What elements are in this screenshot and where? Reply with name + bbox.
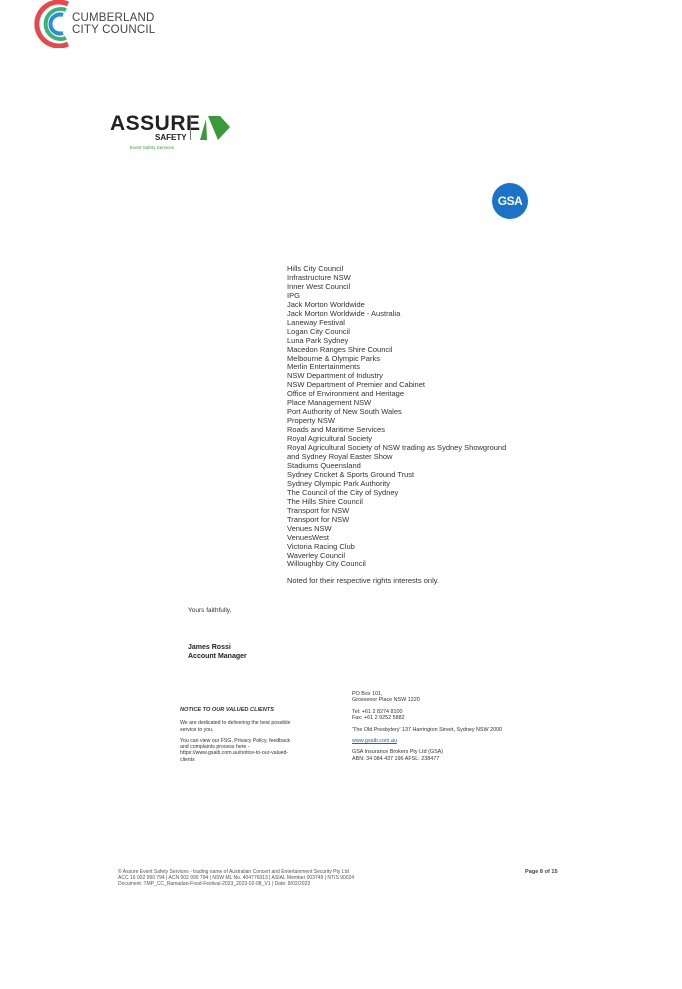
recipient-item: Infrastructure NSW — [287, 272, 351, 282]
recipient-item: Office of Environment and Heritage — [287, 389, 405, 399]
recipient-item: Logan City Council — [287, 326, 350, 336]
notice-paragraph: We are dedicated to delivering the best … — [180, 720, 291, 733]
client-notice: NOTICE TO OUR VALUED CLIENTS We are dedi… — [180, 707, 300, 768]
assure-logo-name: ASSURE — [110, 112, 201, 135]
recipient-item: Jack Morton Worldwide - Australia — [287, 308, 401, 318]
footer-line: Document: TMP_CC_Ramadan-Food-Festival-2… — [118, 881, 311, 888]
recipient-item: Laneway Festival — [287, 317, 345, 327]
recipient-item: and Sydney Royal Easter Show — [287, 452, 393, 462]
street-address: 'The Old Presbytery' 137 Harrington Stre… — [352, 726, 503, 733]
recipient-item: Waverley Council — [287, 550, 346, 560]
council-logo-icon — [34, 0, 70, 49]
po-box-suburb: Grosvenor Place NSW 1220 — [352, 697, 420, 704]
recipient-item: Jack Morton Worldwide — [287, 299, 365, 309]
recipient-item: Willoughby City Council — [287, 559, 366, 569]
recipient-item: Stadiums Queensland — [287, 460, 361, 470]
recipient-item: Port Authority of New South Wales — [287, 407, 402, 417]
recipient-item: Royal Agricultural Society — [287, 434, 373, 444]
signature-block: James Rossi Account Manager — [188, 644, 247, 661]
recipient-item: Macedon Ranges Shire Council — [287, 344, 393, 354]
council-name-line: CUMBERLAND — [72, 12, 155, 24]
recipient-item: Sydney Cricket & Sports Ground Trust — [287, 469, 415, 479]
recipient-item: The Council of the City of Sydney — [287, 487, 399, 497]
assure-logo-safety: SAFETY — [155, 133, 187, 142]
recipient-item: NSW Department of Premier and Cabinet — [287, 380, 425, 390]
gsa-logo-text: GSA — [497, 194, 523, 208]
footer-line: © Assure Event Safety Services - trading… — [118, 869, 349, 875]
assure-triangle-icon — [200, 116, 230, 140]
assure-logo-tagline: Event Safety Services — [130, 145, 175, 150]
contact-details: PO Box 101,Grosvenor Place NSW 1220 Tel:… — [352, 691, 502, 767]
closing-salutation: Yours faithfully, — [188, 607, 232, 614]
signer-title: Account Manager — [188, 652, 247, 660]
recipient-item: Royal Agricultural Society of NSW tradin… — [287, 443, 507, 453]
assure-safety-logo: ASSURE SAFETY Event Safety Services — [110, 112, 230, 150]
website-link[interactable]: www.gsaib.com.au — [352, 738, 397, 745]
recipient-item: Venues NSW — [287, 523, 332, 533]
recipient-item: The Hills Shire Council — [287, 496, 363, 506]
telephone: Tel: +61 2 8274 8100 — [352, 708, 403, 715]
cumberland-council-logo — [24, 0, 204, 49]
recipient-item: Place Management NSW — [287, 398, 372, 408]
recipient-item: Melbourne & Olympic Parks — [287, 353, 380, 363]
recipient-item: VenuesWest — [287, 532, 329, 542]
recipients-note: Noted for their respective rights intere… — [287, 576, 440, 586]
notice-paragraph: You can view our FSG, Privacy Policy, fe… — [180, 737, 291, 763]
notice-heading: NOTICE TO OUR VALUED CLIENTS — [180, 707, 274, 713]
signer-name: James Rossi — [188, 644, 231, 651]
recipient-item: Luna Park Sydney — [287, 335, 349, 345]
recipient-item: Transport for NSW — [287, 505, 350, 515]
recipient-item: Victoria Racing Club — [287, 541, 355, 551]
recipient-item: Hills City Council — [287, 264, 344, 273]
recipient-item: Inner West Council — [287, 281, 351, 291]
recipient-item: Property NSW — [287, 416, 335, 426]
company-name: GSA Insurance Brokers Pty Ltd (GSA) — [352, 749, 444, 756]
fax: Fax: +61 2 9252 5882 — [352, 715, 405, 722]
recipient-item: Sydney Olympic Park Authority — [287, 478, 390, 488]
recipient-item: Roads and Maritime Services — [287, 425, 385, 435]
gsa-logo: GSA — [492, 183, 528, 219]
recipient-item: NSW Department of Industry — [287, 371, 383, 381]
page-footer: © Assure Event Safety Services - trading… — [118, 869, 354, 888]
council-name: CUMBERLAND CITY COUNCIL — [72, 12, 155, 36]
page-number: Page 8 of 15 — [525, 869, 558, 875]
recipient-item: Merlin Entertainments — [287, 362, 360, 372]
abn: ABN: 34 084 437 196 AFSL: 238477 — [352, 755, 440, 762]
recipient-item: IPG — [287, 290, 300, 300]
footer-line: ACC 16 002 990 794 | ACN 002 990 794 | N… — [118, 875, 355, 882]
council-name-line: CITY COUNCIL — [72, 24, 156, 36]
logo-divider — [190, 116, 191, 140]
recipient-item: Transport for NSW — [287, 514, 350, 524]
po-box: PO Box 101, — [352, 691, 383, 697]
